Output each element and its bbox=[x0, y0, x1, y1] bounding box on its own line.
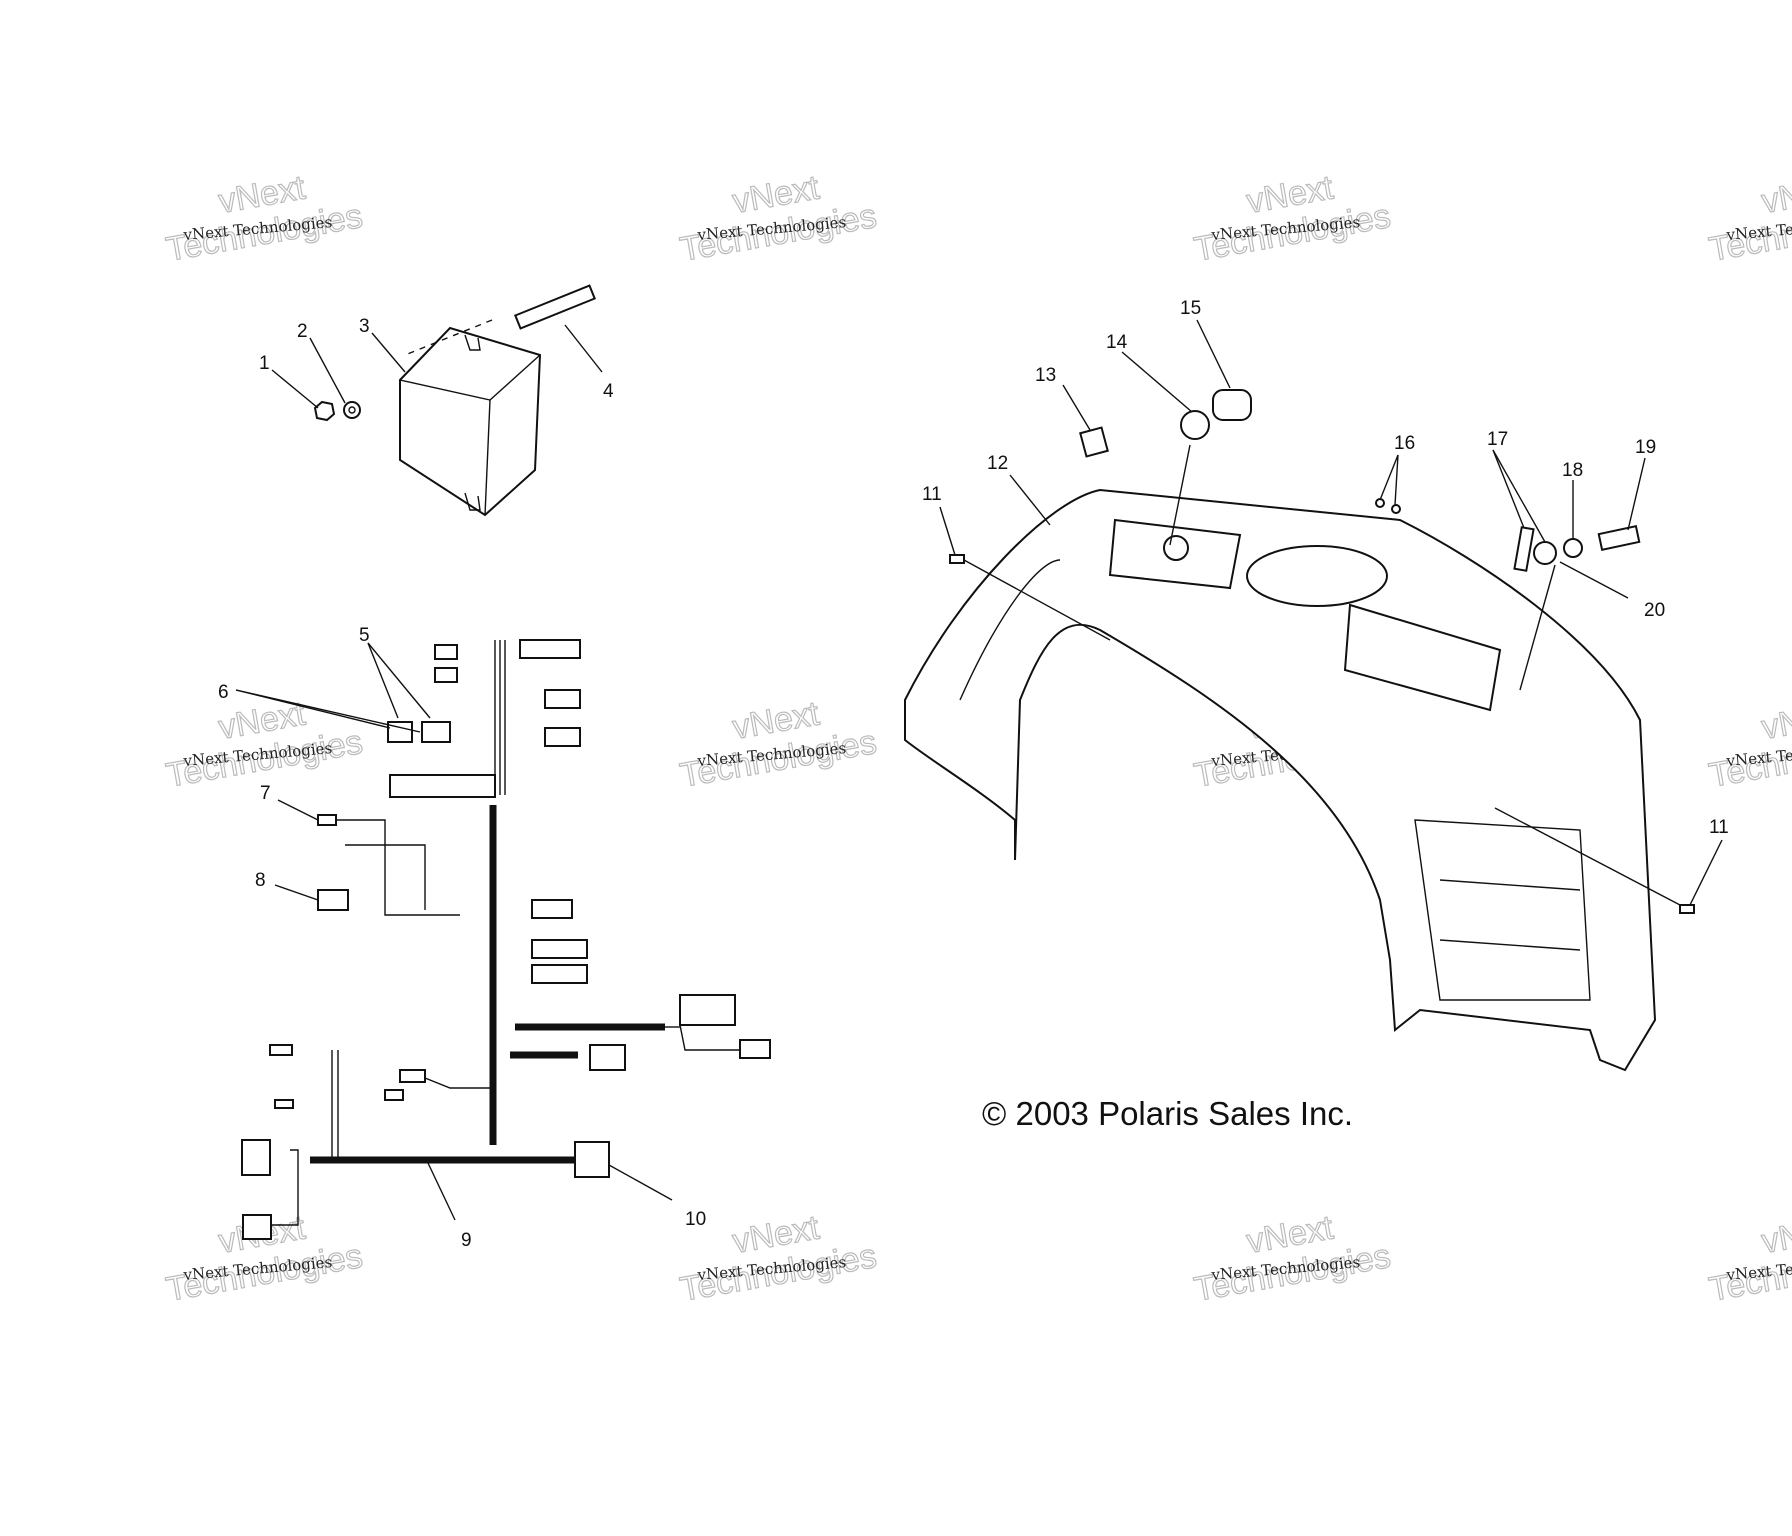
cdi-module bbox=[399, 326, 542, 517]
callout-7: 7 bbox=[260, 783, 271, 804]
throttle-cable bbox=[1597, 525, 1641, 551]
watermark: vNext Technologies vNext Technologies bbox=[677, 694, 880, 796]
callouts: 1 2 3 4 5 6 7 8 9 10 11 12 13 14 15 16 1… bbox=[218, 298, 1729, 1251]
connector-10 bbox=[574, 1141, 610, 1178]
console-recess bbox=[1343, 603, 1502, 712]
connector bbox=[589, 1044, 626, 1071]
svg-text:vNext: vNext bbox=[1759, 168, 1792, 221]
console-assembly bbox=[904, 389, 1695, 1072]
watermark: vNext Technologies vNext Technologies bbox=[1706, 694, 1792, 796]
key-switch-hole bbox=[1163, 535, 1189, 561]
connector bbox=[269, 1044, 293, 1056]
washer-18 bbox=[1563, 538, 1583, 558]
connector bbox=[421, 721, 451, 743]
callout-17: 17 bbox=[1487, 429, 1508, 450]
connector bbox=[434, 644, 458, 660]
connector bbox=[544, 689, 581, 709]
callout-20: 20 bbox=[1644, 600, 1665, 621]
watermark: vNext Technologies vNext Technologies bbox=[163, 694, 366, 796]
connector bbox=[531, 939, 588, 959]
connector bbox=[384, 1089, 404, 1101]
callout-1: 1 bbox=[259, 353, 270, 374]
watermark: vNext Technologies vNext Technologies bbox=[677, 168, 880, 270]
callout-11-right: 11 bbox=[1709, 817, 1729, 838]
watermark: vNext Technologies vNext Technologies bbox=[1706, 168, 1792, 270]
callout-2: 2 bbox=[297, 321, 308, 342]
callout-14: 14 bbox=[1106, 332, 1128, 353]
watermark: vNext Technologies vNext Technologies bbox=[163, 168, 366, 270]
key bbox=[1079, 426, 1109, 458]
callout-3: 3 bbox=[359, 316, 370, 337]
watermark: vNext Technologies vNext Technologies bbox=[1706, 1208, 1792, 1310]
connector bbox=[519, 639, 581, 659]
lever bbox=[1513, 526, 1535, 572]
connector bbox=[317, 889, 349, 911]
callout-12: 12 bbox=[987, 453, 1008, 474]
washer bbox=[343, 401, 361, 419]
rivet bbox=[1391, 504, 1401, 514]
gear bbox=[1533, 541, 1557, 565]
callout-15: 15 bbox=[1180, 298, 1201, 319]
connector bbox=[434, 667, 458, 683]
callout-19: 19 bbox=[1635, 437, 1656, 458]
watermark: vNext Technologies vNext Technologies bbox=[1191, 168, 1394, 270]
callout-8: 8 bbox=[255, 870, 266, 891]
callout-5: 5 bbox=[359, 625, 370, 646]
callout-11: 11 bbox=[922, 484, 942, 505]
connector bbox=[399, 1069, 426, 1083]
console-body bbox=[904, 488, 1657, 1072]
connector bbox=[531, 964, 588, 984]
gauge-opening bbox=[1246, 545, 1388, 607]
screw bbox=[949, 554, 965, 564]
connector bbox=[679, 994, 736, 1026]
connector bbox=[739, 1039, 771, 1059]
callout-16: 16 bbox=[1394, 433, 1415, 454]
callout-10: 10 bbox=[685, 1209, 706, 1230]
svg-text:vNext: vNext bbox=[1759, 694, 1792, 747]
connector bbox=[387, 721, 413, 743]
harness-board bbox=[389, 774, 496, 798]
screw bbox=[1679, 904, 1695, 914]
callout-18: 18 bbox=[1562, 460, 1583, 481]
connector bbox=[544, 727, 581, 747]
connector bbox=[317, 814, 337, 826]
connector bbox=[241, 1139, 271, 1176]
connector bbox=[274, 1099, 294, 1109]
callout-4: 4 bbox=[603, 381, 614, 402]
connector bbox=[242, 1214, 272, 1240]
svg-text:vNext: vNext bbox=[1759, 1208, 1792, 1261]
cdi-module-assembly bbox=[313, 284, 597, 517]
switch-15 bbox=[1212, 389, 1252, 421]
callout-6: 6 bbox=[218, 682, 229, 703]
callout-9: 9 bbox=[461, 1230, 472, 1251]
bolt bbox=[513, 284, 597, 330]
callout-13: 13 bbox=[1035, 365, 1056, 386]
copyright-notice: © 2003 Polaris Sales Inc. bbox=[982, 1095, 1353, 1132]
nut-14 bbox=[1180, 410, 1210, 440]
rivet bbox=[1375, 498, 1385, 508]
watermark: vNext Technologies vNext Technologies bbox=[1191, 1208, 1394, 1310]
wiring-harness bbox=[241, 639, 771, 1240]
leader-lines bbox=[235, 319, 1723, 1221]
nut bbox=[313, 400, 336, 422]
connector bbox=[531, 899, 573, 919]
